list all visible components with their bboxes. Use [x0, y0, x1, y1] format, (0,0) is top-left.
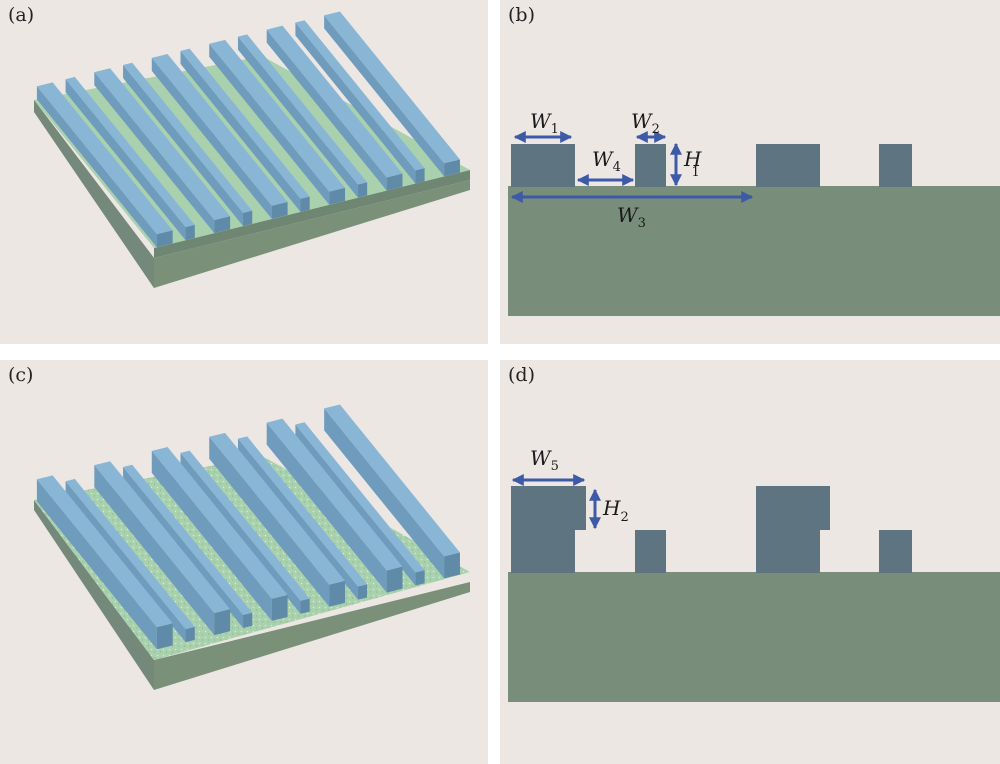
ridge-top — [180, 450, 310, 601]
ridge-narrow-2 — [879, 530, 912, 573]
ridge-side — [237, 438, 358, 600]
stepped-ridge-2 — [756, 486, 830, 573]
ridge-wide-1 — [511, 144, 575, 187]
ridge-side — [65, 481, 186, 643]
ridge-side — [180, 452, 301, 614]
ridge-front — [329, 187, 346, 205]
substrate — [508, 572, 1000, 702]
ridge-front — [444, 552, 460, 579]
ridge-top — [237, 34, 368, 185]
w5-label: W5 — [530, 446, 559, 474]
ridge-top — [151, 54, 288, 206]
ridge-side — [266, 422, 387, 593]
ridge-side — [295, 22, 416, 184]
ridge-side — [209, 436, 330, 607]
ridge-front — [156, 230, 173, 248]
ridge-top — [94, 461, 231, 614]
ridge-front — [271, 595, 288, 621]
panel-a-grating-3d — [34, 11, 470, 288]
ridge-top — [180, 48, 310, 199]
ridge-top — [295, 422, 425, 573]
ridge-side — [266, 29, 387, 191]
w4-label: W4 — [592, 147, 621, 175]
ridge-top — [324, 404, 460, 557]
panel-d-cross-section: W5 H2 — [508, 446, 1000, 702]
ridge-narrow-2 — [879, 144, 912, 187]
ridge-top — [237, 436, 368, 587]
ridge-side — [180, 50, 301, 212]
ridge-narrow-1 — [635, 144, 666, 187]
ridge-side — [151, 57, 272, 219]
ridge-top — [65, 478, 195, 630]
ridge-front — [415, 570, 425, 586]
ridge-side — [36, 479, 157, 650]
ridge-front — [357, 584, 368, 600]
ridge-side — [94, 465, 215, 636]
ridge-side — [151, 450, 272, 621]
h2-label: H2 — [602, 496, 629, 525]
ridge-top — [151, 447, 288, 599]
ridge-top — [266, 25, 403, 178]
stepped-ridge-1 — [511, 486, 586, 573]
panel-a-label: (a) — [8, 4, 35, 26]
ridge-narrow-1 — [635, 530, 666, 573]
ridge-top — [123, 62, 253, 214]
ridge-top — [123, 464, 253, 616]
ridge-top — [36, 82, 173, 235]
w1-label: W1 — [530, 109, 559, 137]
ridge-front — [300, 598, 310, 614]
ridge-top — [295, 20, 425, 171]
ridge-front — [243, 612, 253, 629]
panel-c-label: (c) — [8, 364, 34, 386]
ridge-top — [36, 475, 173, 628]
substrate — [508, 186, 1000, 316]
ridge-wide-2 — [756, 144, 820, 187]
ridge-side — [36, 86, 157, 248]
ridge-side — [237, 36, 358, 198]
ridge-front — [271, 202, 288, 219]
panel-d-label: (d) — [508, 364, 535, 386]
ridge-side — [94, 72, 215, 234]
ridge-front — [156, 623, 173, 650]
ridge-side — [324, 15, 445, 177]
ridge-side — [123, 467, 244, 629]
ridge-side — [324, 408, 445, 579]
ridge-side — [123, 65, 244, 227]
ridge-top — [94, 68, 231, 221]
ridge-side — [209, 43, 330, 205]
panel-c: (c) — [0, 360, 488, 764]
ridge-front — [214, 216, 231, 234]
ridge-front — [185, 224, 195, 241]
ridge-front — [214, 609, 231, 636]
ridge-side — [295, 424, 416, 586]
ridge-top — [324, 11, 460, 164]
ridge-front — [357, 182, 368, 198]
ridge-front — [300, 196, 310, 212]
ridge-front — [444, 159, 460, 177]
panel-a: (a) — [0, 0, 488, 344]
ridge-top — [209, 39, 346, 192]
panel-c-grating-3d — [34, 404, 470, 690]
ridge-top — [209, 432, 346, 585]
ridge-front — [185, 626, 195, 643]
ridge-side — [65, 79, 186, 241]
ridge-front — [243, 210, 253, 227]
ridge-front — [415, 168, 425, 184]
ridge-front — [329, 580, 346, 607]
panel-b-label: (b) — [508, 4, 535, 26]
ridge-top — [65, 76, 195, 228]
panel-d: (d) W5 H2 — [500, 360, 1000, 764]
w2-label: W2 — [631, 109, 660, 137]
w3-label: W3 — [617, 203, 646, 231]
ridge-front — [386, 173, 403, 191]
ridge-front — [386, 566, 403, 593]
ridge-top — [266, 418, 403, 571]
